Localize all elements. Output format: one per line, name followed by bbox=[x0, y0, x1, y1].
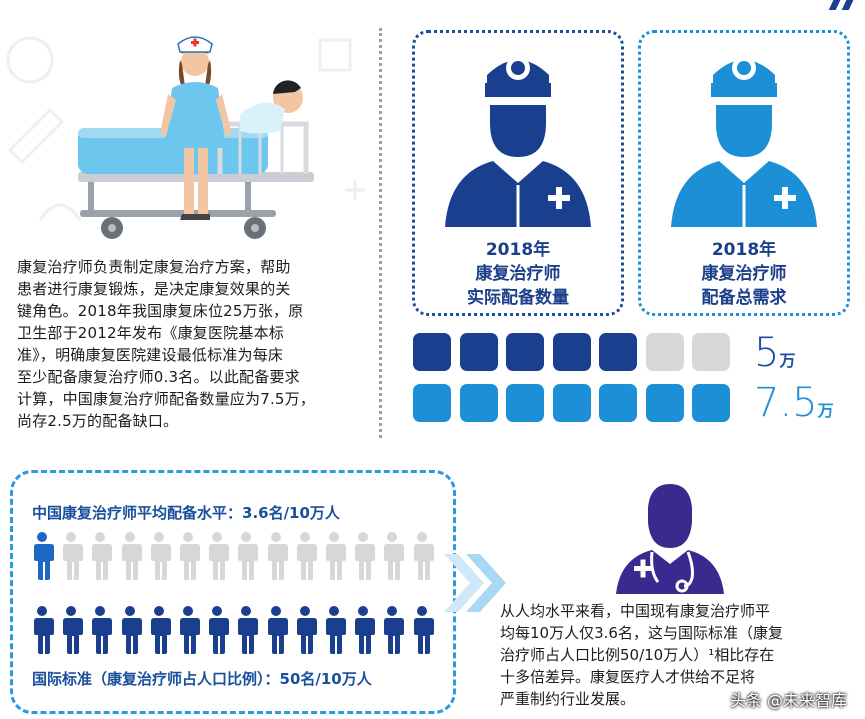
card-actual-supply: 2018年 康复治疗师 实际配备数量 bbox=[412, 30, 624, 316]
card-label: 2018年 康复治疗师 实际配备数量 bbox=[467, 240, 569, 308]
person-icon bbox=[88, 532, 113, 580]
conclusion-line: 从人均水平来看，中国现有康复治疗师平 bbox=[500, 602, 771, 620]
conclusion-line: 十多倍差异。康复医疗人才供给不足将 bbox=[500, 668, 756, 686]
intro-line: 准》，明确康复医院建设最低标准为每床 bbox=[17, 346, 284, 364]
person-icon bbox=[118, 532, 142, 580]
person-icon bbox=[147, 532, 171, 580]
person-icon bbox=[59, 606, 84, 654]
conclusion-line: 治疗师占人口比例50/10万人）¹相比存在 bbox=[500, 646, 775, 664]
filled-square bbox=[506, 333, 544, 371]
person-icon bbox=[88, 606, 113, 654]
filled-square bbox=[599, 333, 637, 371]
person-icon bbox=[176, 532, 200, 580]
filled-square bbox=[459, 384, 498, 422]
doctor-icon bbox=[445, 56, 591, 227]
therapist-icon bbox=[616, 484, 724, 594]
person-icon bbox=[322, 606, 346, 654]
person-icon bbox=[293, 606, 317, 654]
person-icon bbox=[264, 532, 288, 580]
intro-line: 键角色。2018年我国康复床位25万张，原 bbox=[17, 302, 304, 320]
filled-square bbox=[459, 333, 498, 371]
intl-standard-title: 国际标准（康复治疗师占人口比例）：50名/10万人 bbox=[32, 670, 372, 688]
intro-paragraph: 康复治疗师负责制定康复治疗方案，帮助 患者进行康复锻炼，是决定康复效果的关 键角… bbox=[17, 256, 375, 432]
conclusion-line: 严重制约行业发展。 bbox=[500, 690, 636, 708]
card-total-demand: 2018年 康复治疗师 配备总需求 bbox=[638, 30, 850, 316]
actual-value: 5万 bbox=[754, 330, 796, 376]
conclusion-paragraph: 从人均水平来看，中国现有康复治疗师平 均每10万人仅3.6名，这与国际标准（康复… bbox=[500, 600, 852, 710]
filled-square bbox=[692, 384, 730, 422]
intro-line: 尚存2.5万的配备缺口。 bbox=[17, 412, 179, 430]
person-icon bbox=[264, 606, 288, 654]
intro-line: 至少配备康复治疗师0.3名。以此配备要求 bbox=[17, 368, 300, 386]
intro-line: 卫生部于2012年发布《康复医院基本标 bbox=[17, 324, 284, 342]
filled-square bbox=[413, 384, 451, 422]
filled-square bbox=[506, 384, 544, 422]
chevron-right-icon bbox=[444, 554, 506, 612]
filled-square bbox=[413, 333, 451, 371]
demand-value: 7.5万 bbox=[754, 380, 834, 426]
filled-square bbox=[599, 384, 637, 422]
person-icon bbox=[351, 606, 376, 654]
corner-decoration bbox=[841, 0, 856, 10]
person-icon bbox=[147, 606, 171, 654]
person-icon bbox=[205, 532, 230, 580]
china-level-title: 中国康复治疗师平均配备水平：3.6名/10万人 bbox=[32, 504, 340, 522]
empty-square bbox=[692, 333, 730, 371]
person-icon bbox=[351, 532, 376, 580]
filled-square bbox=[552, 384, 591, 422]
card-label: 2018年 康复治疗师 配备总需求 bbox=[701, 240, 787, 308]
person-icon bbox=[205, 606, 230, 654]
person-icon bbox=[410, 532, 434, 580]
person-icon bbox=[30, 532, 54, 580]
nurse-patient-illustration bbox=[78, 36, 314, 239]
person-icon bbox=[176, 606, 200, 654]
person-icon bbox=[234, 606, 259, 654]
person-icon bbox=[234, 532, 259, 580]
medical-pattern-background bbox=[6, 36, 365, 221]
watermark: 头条 @未来智库 bbox=[729, 691, 847, 710]
person-icon bbox=[322, 532, 346, 580]
person-icon bbox=[293, 532, 317, 580]
filled-square bbox=[645, 384, 684, 422]
person-icon bbox=[59, 532, 84, 580]
person-icon bbox=[118, 606, 142, 654]
person-icon bbox=[30, 606, 54, 654]
conclusion-line: 均每10万人仅3.6名，这与国际标准（康复 bbox=[500, 624, 783, 642]
filled-square bbox=[552, 333, 591, 371]
intro-line: 计算，中国康复治疗师配备数量应为7.5万， bbox=[17, 390, 316, 408]
doctor-icon bbox=[671, 56, 817, 227]
person-icon bbox=[380, 606, 405, 654]
intro-line: 康复治疗师负责制定康复治疗方案，帮助 bbox=[17, 258, 291, 276]
person-icon bbox=[380, 532, 405, 580]
intro-line: 患者进行康复锻炼，是决定康复效果的关 bbox=[17, 280, 291, 298]
comparison-box bbox=[10, 470, 456, 714]
empty-square bbox=[645, 333, 684, 371]
vertical-divider bbox=[379, 28, 382, 438]
corner-decoration bbox=[828, 0, 843, 10]
person-icon bbox=[410, 606, 434, 654]
